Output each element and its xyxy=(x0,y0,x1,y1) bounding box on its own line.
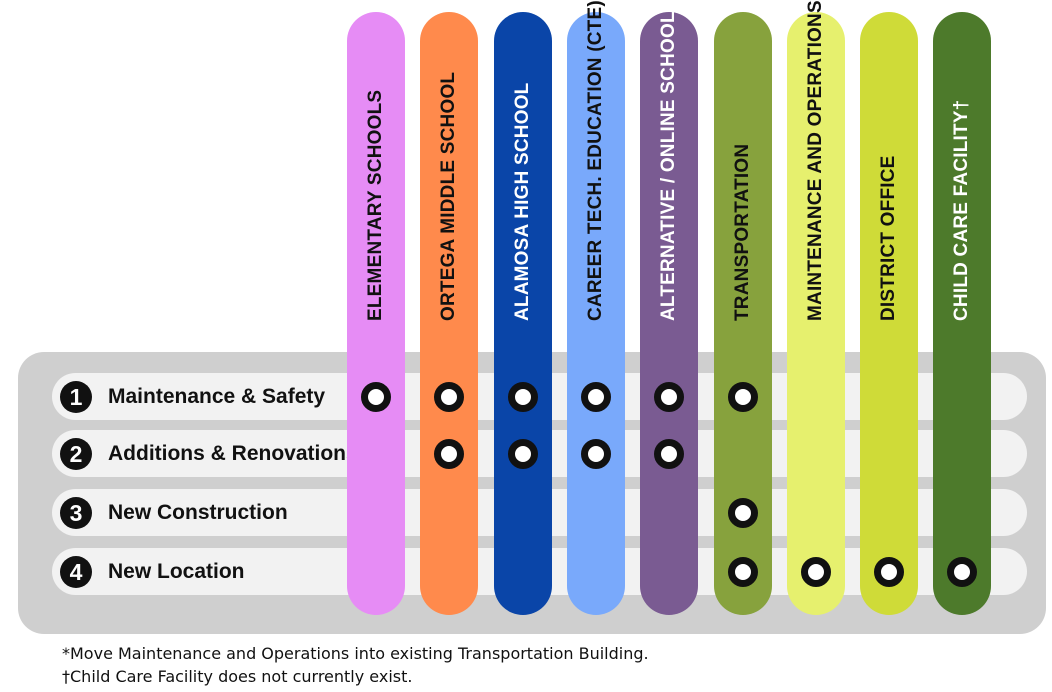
marker-dot-row-1-ortega-middle-school xyxy=(434,381,464,412)
marker-dot-row-4-transportation xyxy=(728,556,758,587)
marker-dot-row-2-alternative-online-school xyxy=(654,438,684,469)
column-ortega-middle-school: ORTEGA MIDDLE SCHOOL xyxy=(420,12,478,615)
column-alternative-online-school: ALTERNATIVE / ONLINE SCHOOL xyxy=(640,11,698,615)
column-label: ALAMOSA HIGH SCHOOL xyxy=(512,82,533,321)
footnote-maintenance: *Move Maintenance and Operations into ex… xyxy=(62,644,649,663)
row-number-badge: 4 xyxy=(60,555,92,588)
marker-dot-row-2-career-tech-education-cte xyxy=(581,438,611,469)
column-label: MAINTENANCE AND OPERATIONS* xyxy=(805,0,826,321)
row-label: New Construction xyxy=(108,500,288,524)
column-label: TRANSPORTATION xyxy=(732,143,753,321)
column-alamosa-high-school: ALAMOSA HIGH SCHOOL xyxy=(494,12,552,615)
marker-dot-row-4-district-office xyxy=(874,556,904,587)
column-label: DISTRICT OFFICE xyxy=(878,155,899,321)
marker-dot-row-4-maintenance-and-operations xyxy=(801,556,831,587)
column-career-tech-education-cte: CAREER TECH. EDUCATION (CTE) xyxy=(567,0,625,615)
marker-dot-row-1-alamosa-high-school xyxy=(508,381,538,412)
row-label: Maintenance & Safety xyxy=(108,384,326,408)
column-label: CHILD CARE FACILITY† xyxy=(951,99,972,321)
marker-dot-row-3-transportation xyxy=(728,497,758,528)
marker-dot-row-2-alamosa-high-school xyxy=(508,438,538,469)
marker-dot-row-1-elementary-schools xyxy=(361,381,391,412)
row-number-badge: 3 xyxy=(60,496,92,529)
marker-dot-row-1-alternative-online-school xyxy=(654,381,684,412)
marker-dot-row-2-ortega-middle-school xyxy=(434,438,464,469)
column-district-office: DISTRICT OFFICE xyxy=(860,12,918,615)
row-number-badge: 1 xyxy=(60,380,92,413)
column-label: ORTEGA MIDDLE SCHOOL xyxy=(438,71,459,321)
column-child-care-facility: CHILD CARE FACILITY† xyxy=(933,12,991,615)
row-label: New Location xyxy=(108,559,245,583)
marker-dot-row-1-transportation xyxy=(728,381,758,412)
marker-dot-row-1-career-tech-education-cte xyxy=(581,381,611,412)
column-label: CAREER TECH. EDUCATION (CTE) xyxy=(585,0,606,321)
column-label: ALTERNATIVE / ONLINE SCHOOL xyxy=(658,11,679,321)
column-elementary-schools: ELEMENTARY SCHOOLS xyxy=(347,12,405,615)
column-label: ELEMENTARY SCHOOLS xyxy=(365,89,386,321)
row-number-badge: 2 xyxy=(60,437,92,470)
row-label: Additions & Renovations xyxy=(108,441,358,465)
marker-dot-row-4-child-care-facility xyxy=(947,556,977,587)
column-maintenance-and-operations: MAINTENANCE AND OPERATIONS* xyxy=(787,0,845,615)
footnote-child-care: †Child Care Facility does not currently … xyxy=(62,667,413,686)
